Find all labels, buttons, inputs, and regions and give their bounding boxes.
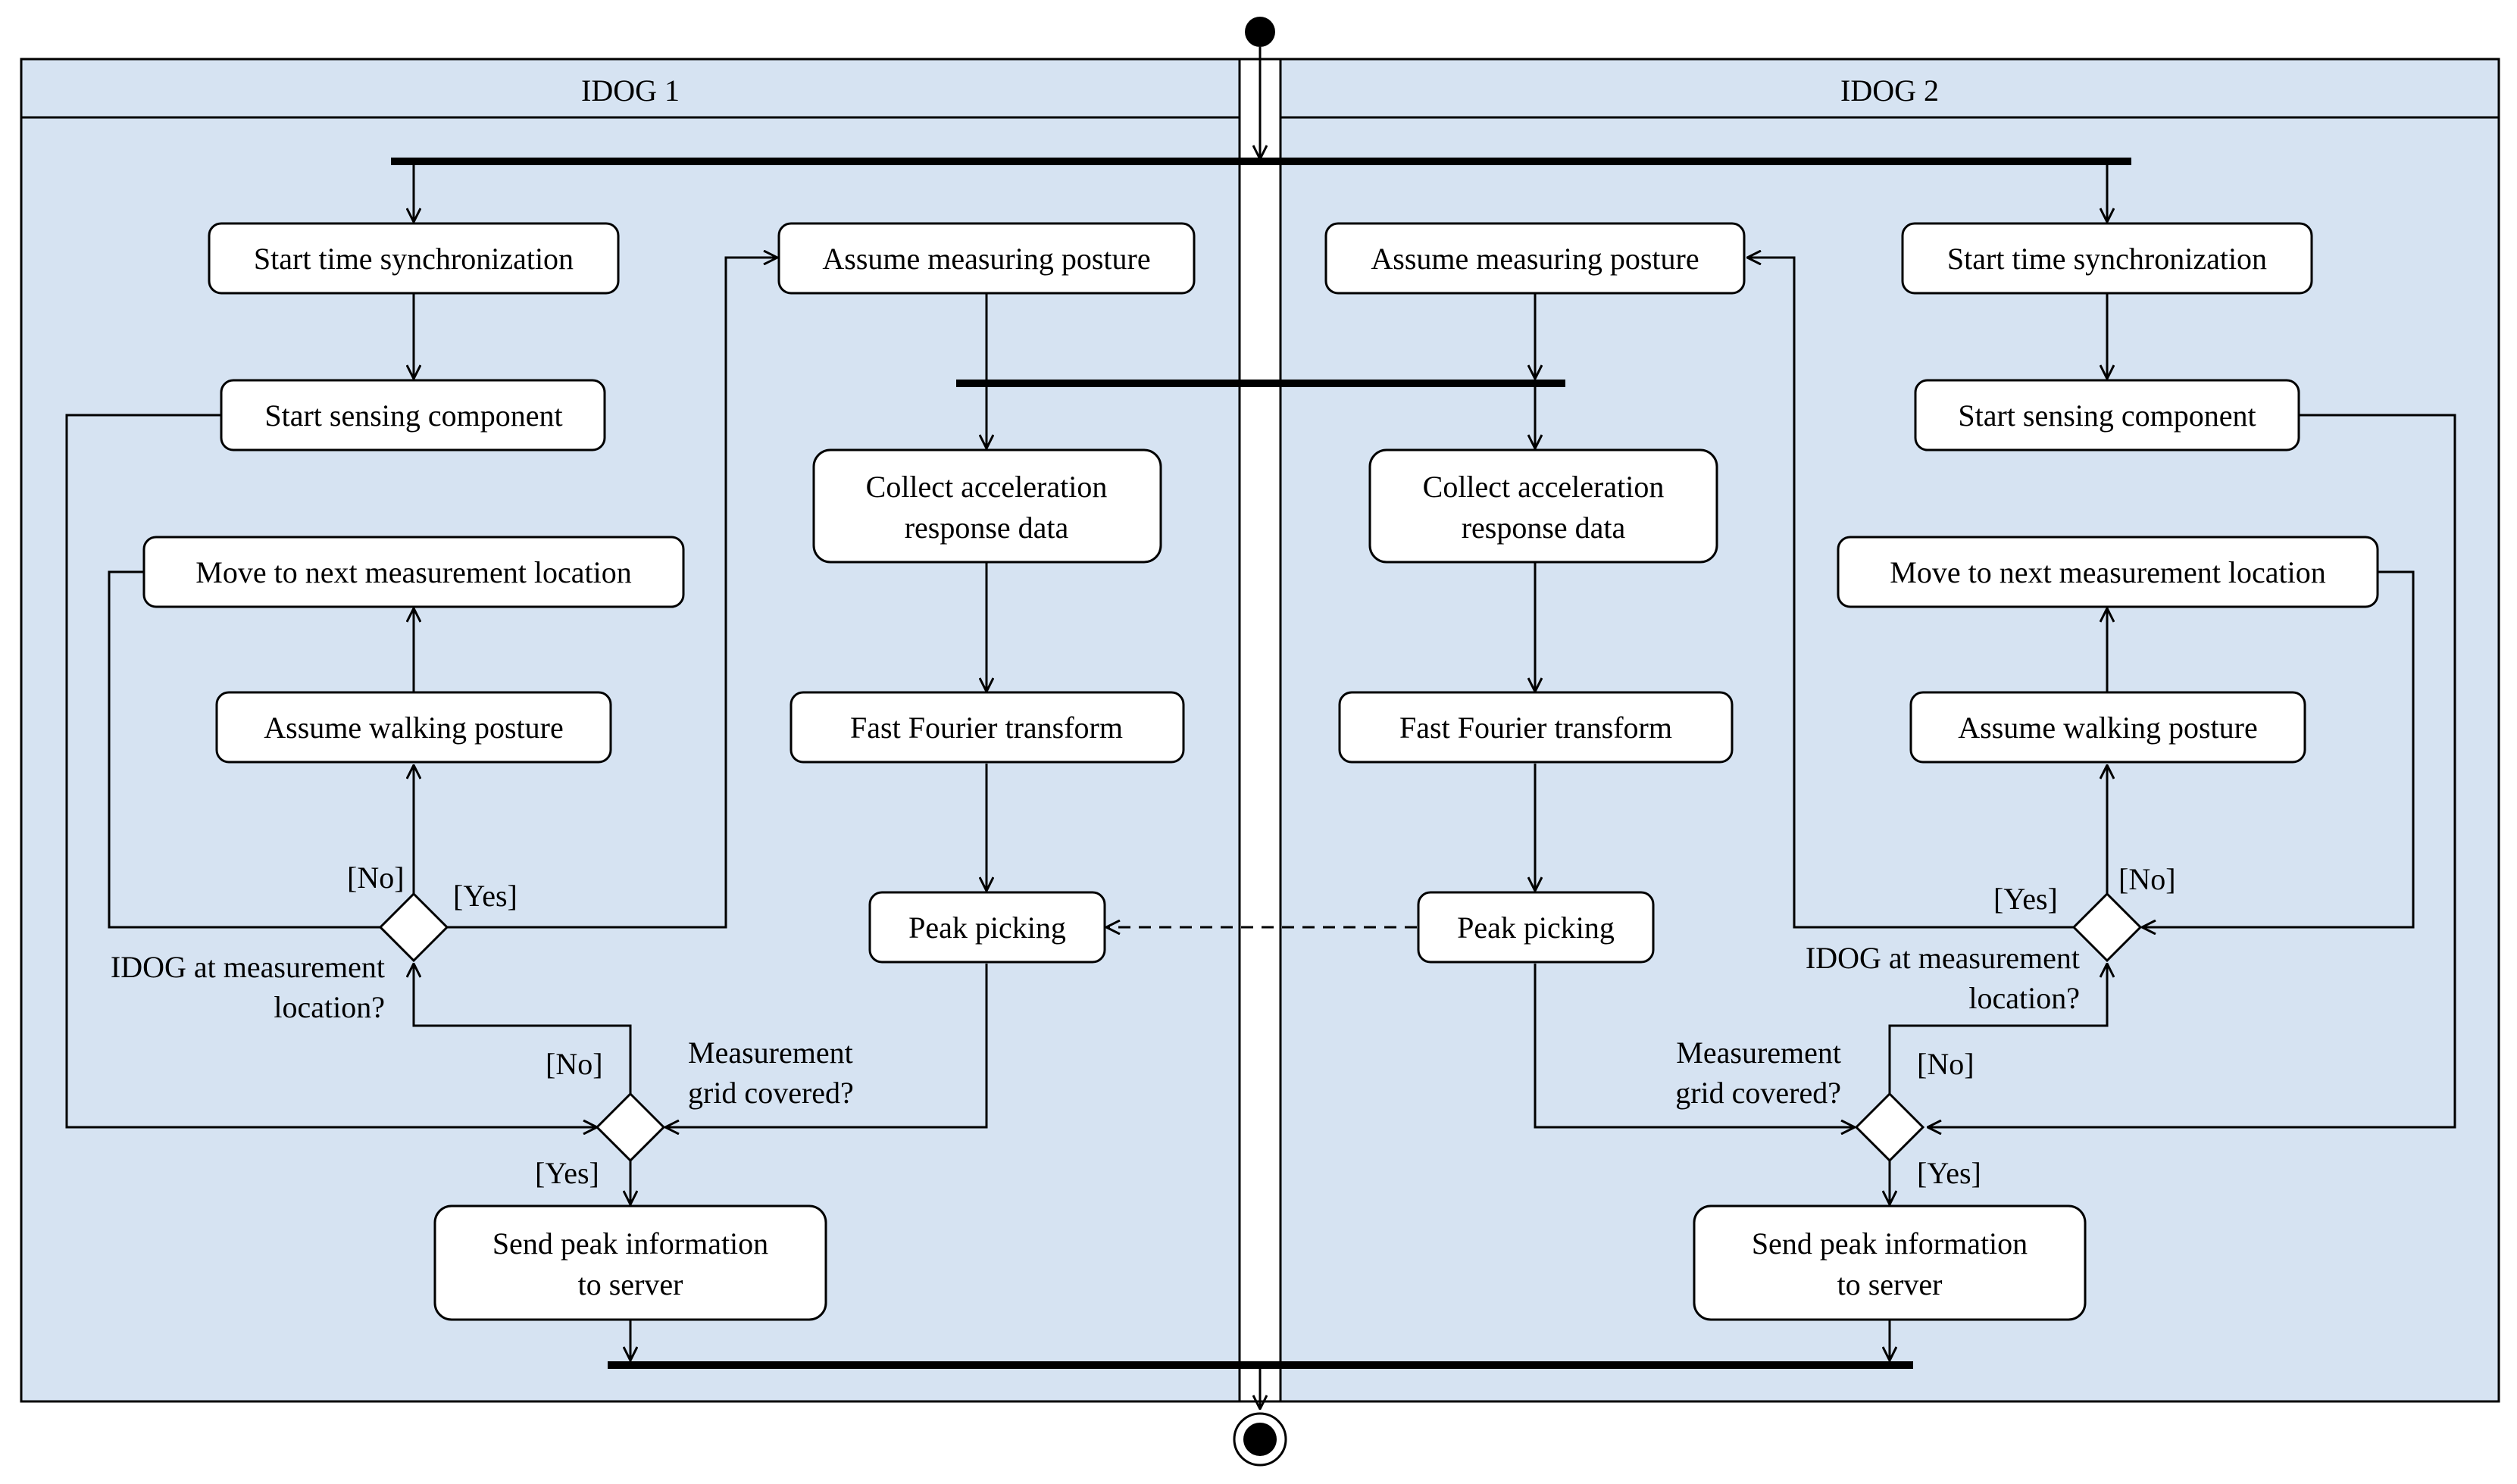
decision-grid-covered-1 — [595, 1092, 666, 1163]
svg-text:response data: response data — [905, 511, 1069, 545]
guard-yes-2a: [Yes] — [1993, 882, 2058, 916]
action-start-sensing-1: Start sensing component — [220, 379, 606, 451]
svg-text:Assume measuring posture: Assume measuring posture — [822, 242, 1150, 276]
action-fft-1: Fast Fourier transform — [789, 691, 1185, 764]
action-move-next-2: Move to next measurement location — [1837, 536, 2379, 608]
decision-label-grid-1a: Measurement — [688, 1036, 853, 1070]
action-collect-data-1: Collect acceleration response data — [812, 448, 1162, 564]
svg-text:Fast Fourier transform: Fast Fourier transform — [850, 711, 1123, 745]
action-assume-measuring-1: Assume measuring posture — [777, 222, 1196, 295]
initial-node — [1245, 17, 1275, 47]
decision-at-location-1 — [378, 892, 449, 963]
lane-title-idog-1: IDOG 1 — [581, 73, 680, 108]
svg-text:to server: to server — [1837, 1267, 1943, 1301]
decision-label-at-location-1b: location? — [274, 990, 385, 1024]
action-assume-measuring-2: Assume measuring posture — [1324, 222, 1746, 295]
svg-text:Start time synchronization: Start time synchronization — [1947, 242, 2267, 276]
svg-text:Collect acceleration: Collect acceleration — [1423, 470, 1665, 504]
svg-text:Send peak information: Send peak information — [1752, 1226, 2028, 1261]
action-assume-walking-1: Assume walking posture — [215, 691, 612, 764]
svg-text:Assume walking posture: Assume walking posture — [1958, 711, 2258, 745]
guard-no-2a: [No] — [2118, 862, 2176, 896]
svg-text:Send peak information: Send peak information — [492, 1226, 768, 1261]
svg-text:Peak picking: Peak picking — [1457, 911, 1615, 945]
decision-label-at-location-2b: location? — [1968, 981, 2080, 1015]
guard-yes-1a: [Yes] — [453, 879, 517, 913]
decision-label-grid-2b: grid covered? — [1675, 1076, 1841, 1110]
guard-yes-1b: [Yes] — [535, 1156, 599, 1190]
action-fft-2: Fast Fourier transform — [1338, 691, 1734, 764]
action-send-peak-2: Send peak information to server — [1693, 1204, 2087, 1321]
action-assume-walking-2: Assume walking posture — [1909, 691, 2306, 764]
svg-text:Start sensing component: Start sensing component — [264, 398, 562, 433]
decision-label-grid-1b: grid covered? — [688, 1076, 854, 1110]
decision-at-location-2 — [2071, 892, 2143, 963]
svg-text:Assume measuring posture: Assume measuring posture — [1371, 242, 1699, 276]
decision-grid-covered-2 — [1854, 1092, 1925, 1163]
action-send-peak-1: Send peak information to server — [433, 1204, 827, 1321]
decision-label-grid-2a: Measurement — [1676, 1036, 1841, 1070]
lane-title-idog-2: IDOG 2 — [1840, 73, 1939, 108]
svg-text:Fast Fourier transform: Fast Fourier transform — [1399, 711, 1672, 745]
lane-divider — [1238, 58, 1282, 1403]
flows-idog-2 — [1535, 161, 2456, 1361]
decision-label-at-location-1a: IDOG at measurement — [111, 950, 385, 984]
action-peak-picking-1: Peak picking — [868, 891, 1106, 964]
action-move-next-1: Move to next measurement location — [142, 536, 685, 608]
svg-text:Move to next measurement locat: Move to next measurement location — [1890, 555, 2325, 589]
svg-text:response data: response data — [1462, 511, 1626, 545]
action-start-time-sync-1: Start time synchronization — [208, 222, 620, 295]
decision-label-at-location-2a: IDOG at measurement — [1806, 941, 2080, 975]
action-collect-data-2: Collect acceleration response data — [1368, 448, 1718, 564]
svg-text:Peak picking: Peak picking — [908, 911, 1066, 945]
svg-text:Collect acceleration: Collect acceleration — [866, 470, 1108, 504]
svg-text:Assume walking posture: Assume walking posture — [264, 711, 564, 745]
action-start-time-sync-2: Start time synchronization — [1901, 222, 2313, 295]
action-peak-picking-2: Peak picking — [1417, 891, 1655, 964]
svg-text:Start time synchronization: Start time synchronization — [254, 242, 574, 276]
guard-no-1b: [No] — [546, 1047, 603, 1081]
svg-text:to server: to server — [578, 1267, 683, 1301]
svg-text:Move to next measurement locat: Move to next measurement location — [195, 555, 631, 589]
guard-yes-2b: [Yes] — [1917, 1156, 1981, 1190]
guard-no-2b: [No] — [1917, 1047, 1975, 1081]
final-node — [1233, 1412, 1287, 1467]
svg-text:Start sensing component: Start sensing component — [1958, 398, 2256, 433]
action-start-sensing-2: Start sensing component — [1914, 379, 2300, 451]
guard-no-1a: [No] — [347, 861, 405, 895]
